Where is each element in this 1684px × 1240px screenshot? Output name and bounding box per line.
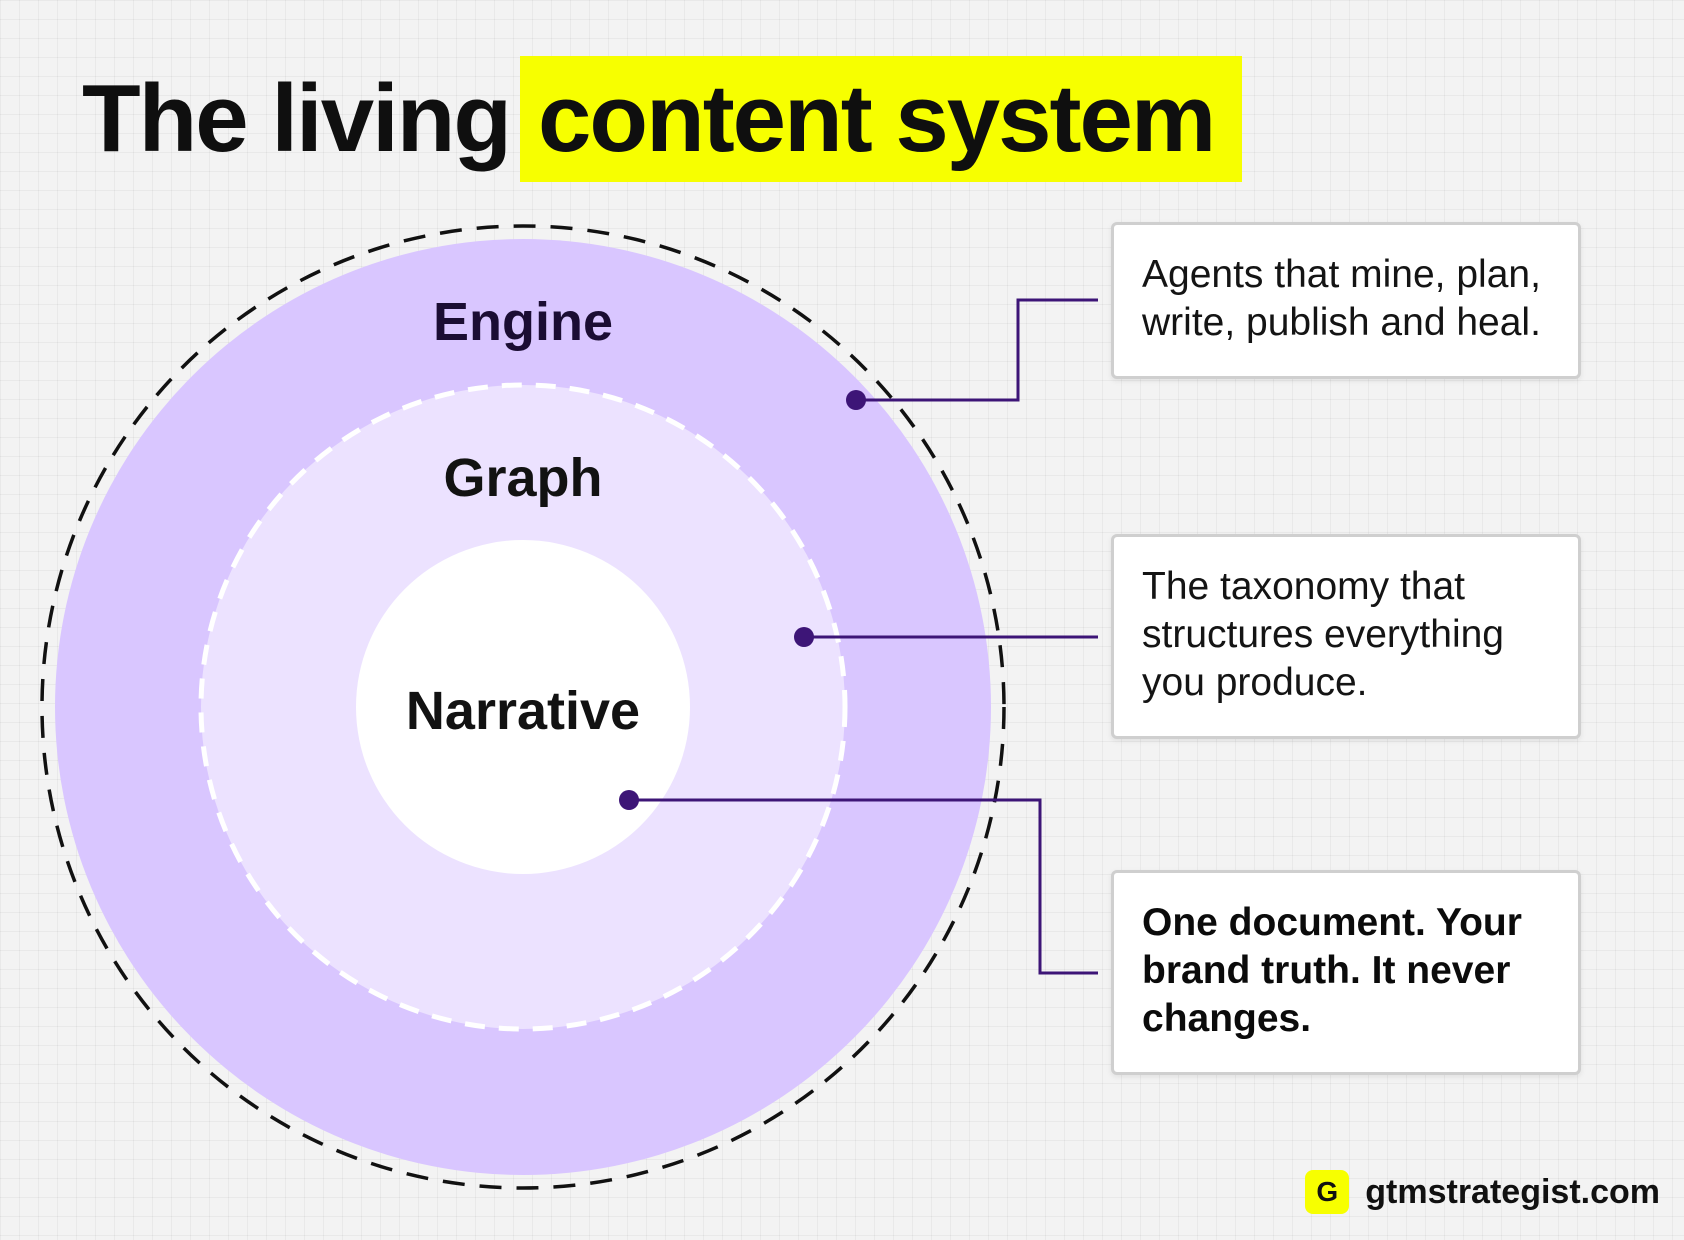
engine-label: Engine [433, 292, 613, 352]
graph-callout: The taxonomy that structures everything … [1111, 534, 1581, 739]
narrative-callout: One document. Your brand truth. It never… [1111, 870, 1581, 1075]
engine-connector-line [856, 298, 1098, 402]
title-plain: The living [82, 65, 512, 172]
brand-domain[interactable]: gtmstrategist.com [1365, 1172, 1660, 1211]
outer-dashed-boundary [40, 224, 1006, 1190]
engine-connector-dot [846, 390, 866, 410]
engine-callout: Agents that mine, plan, write, publish a… [1111, 222, 1581, 379]
title-highlight: content system [520, 56, 1243, 182]
graph-label: Graph [443, 448, 602, 508]
graph-dashed-boundary [198, 382, 848, 1032]
narrative-connector-line [629, 798, 1098, 975]
brand-footer[interactable]: G gtmstrategist.com [1305, 1170, 1660, 1214]
brand-logo-icon: G [1305, 1170, 1350, 1214]
narrative-label: Narrative [406, 681, 640, 741]
narrative-core [356, 540, 690, 874]
narrative-connector-dot [619, 790, 639, 810]
graph-connector-dot [794, 627, 814, 647]
